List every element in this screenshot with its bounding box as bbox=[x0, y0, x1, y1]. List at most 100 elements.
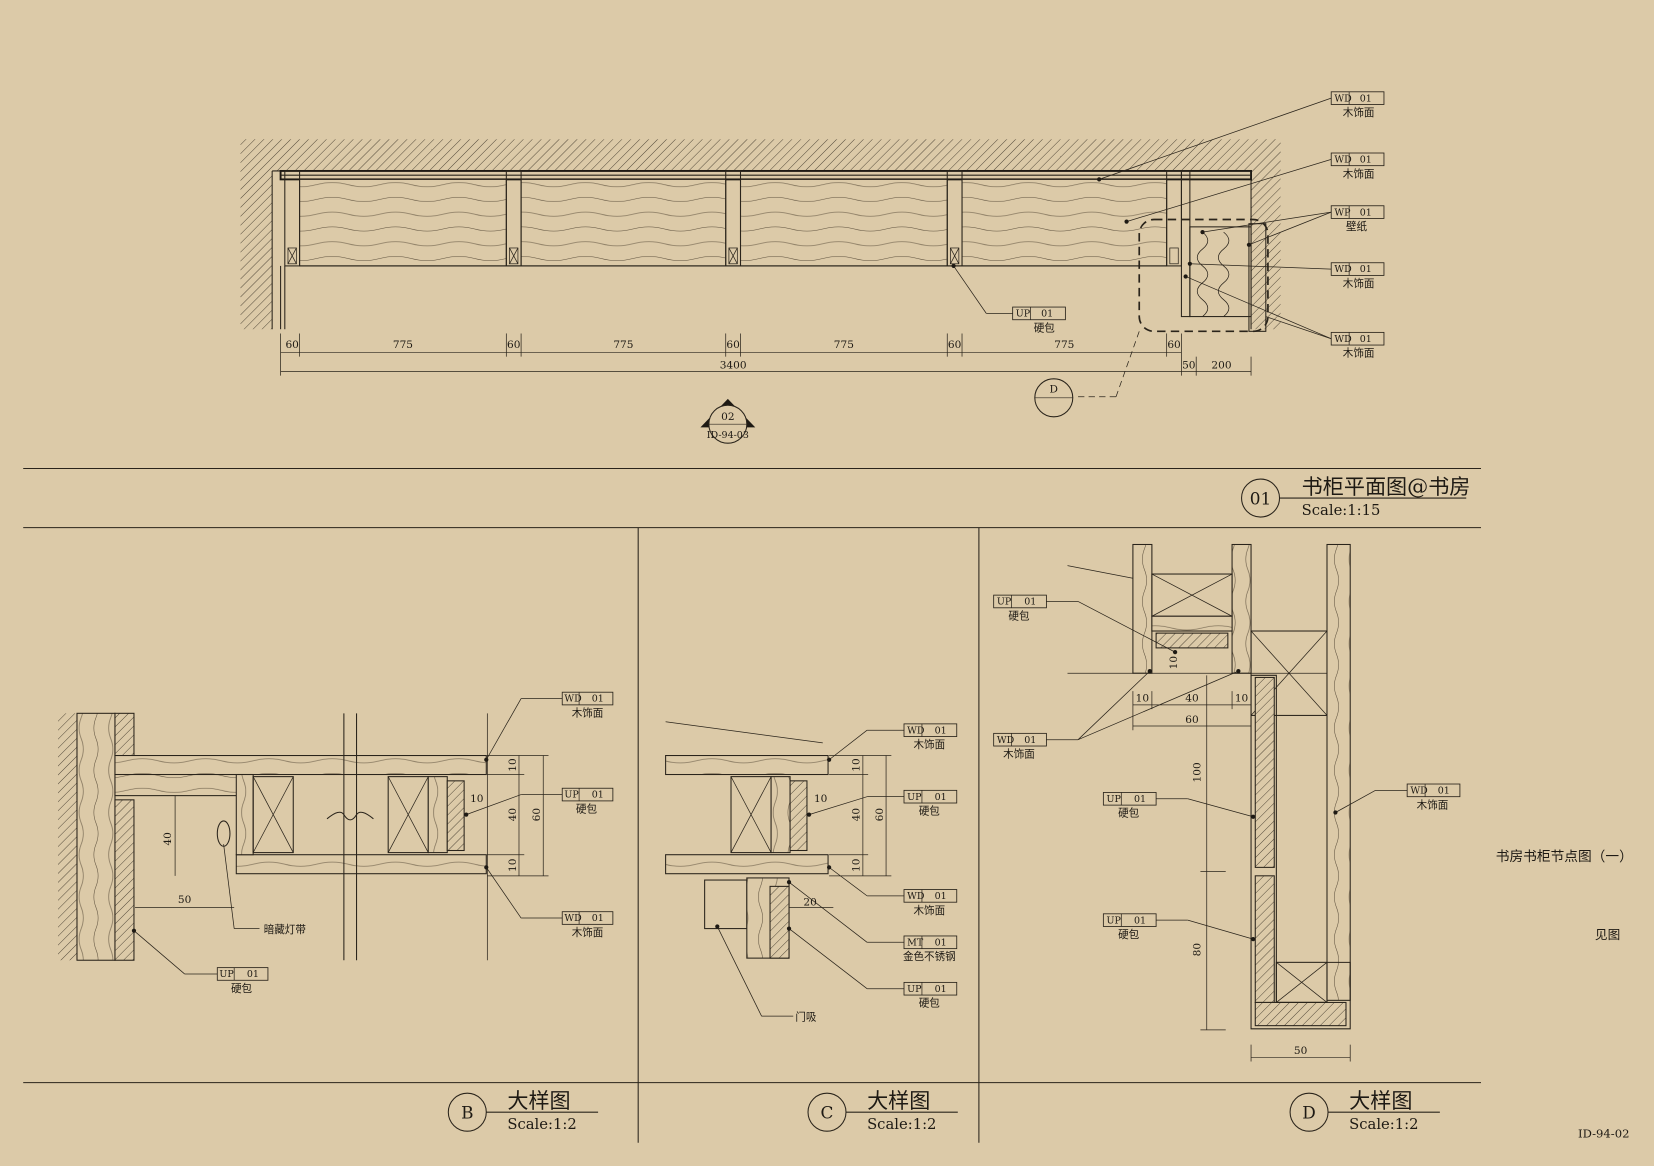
wall-veneer bbox=[1326, 543, 1351, 1001]
drawing-number: ID-94-02 bbox=[1578, 1127, 1629, 1141]
tag-label: 木饰面 bbox=[1343, 277, 1375, 290]
material-tag: WD 01 木饰面 bbox=[561, 691, 614, 719]
detail-d-title: 大样图 bbox=[1349, 1088, 1412, 1113]
plan-title-block: 01 书柜平面图@书房 Scale:1:15 bbox=[1241, 474, 1470, 519]
dim-label: 100 bbox=[1191, 762, 1203, 782]
side-panel bbox=[1132, 543, 1153, 674]
tag-label: 木饰面 bbox=[1003, 748, 1035, 761]
tag-code: WD bbox=[564, 913, 582, 924]
material-tag: UP 01 硬包 bbox=[903, 789, 958, 818]
material-tag: WD 01 木饰面 bbox=[1330, 152, 1385, 180]
dim-label: 50 bbox=[1294, 1045, 1308, 1057]
tag-label: 木饰面 bbox=[913, 904, 945, 917]
tag-number: 01 bbox=[935, 891, 947, 902]
dim-label: 775 bbox=[1054, 339, 1074, 351]
detail-marker-label: D bbox=[1050, 384, 1058, 396]
upholstery-panel bbox=[114, 799, 135, 961]
detail-b-letter: B bbox=[461, 1103, 473, 1123]
detail-d-scale: Scale:1:2 bbox=[1349, 1116, 1418, 1133]
detail-d: 10 40 10 60 10 100 80 50 UP 01 硬包 bbox=[993, 543, 1461, 1133]
detail-c-letter: C bbox=[821, 1103, 834, 1123]
tag-code: WD bbox=[1334, 93, 1352, 104]
tag-label: 木饰面 bbox=[1343, 106, 1375, 119]
dim-label: 10 bbox=[1136, 693, 1150, 705]
material-tag: WD 01 木饰面 bbox=[1330, 331, 1385, 360]
tag-label: 金色不锈钢 bbox=[903, 950, 956, 963]
detail-c-scale: Scale:1:2 bbox=[867, 1116, 936, 1133]
dim-label: 40 bbox=[507, 808, 519, 822]
tag-number: 01 bbox=[1360, 264, 1372, 275]
drawing-name: 书房书柜节点图（一） bbox=[1496, 849, 1633, 865]
tag-code: MT bbox=[907, 937, 924, 948]
material-tag: UP 01 硬包 bbox=[1102, 913, 1157, 941]
tag-number: 01 bbox=[592, 694, 604, 705]
tag-label: 木饰面 bbox=[572, 706, 604, 719]
end-panel bbox=[1180, 170, 1191, 318]
bottom-veneer bbox=[235, 854, 487, 875]
dim-label: 10 bbox=[470, 793, 484, 805]
tag-number: 01 bbox=[592, 913, 604, 924]
side-panel bbox=[1231, 543, 1252, 674]
tag-number: 01 bbox=[935, 792, 947, 803]
tag-code: WD bbox=[564, 694, 582, 705]
dim-label: 60 bbox=[531, 808, 543, 822]
dim-label: 775 bbox=[393, 339, 413, 351]
tag-label: 硬包 bbox=[1118, 928, 1140, 941]
tag-label: 硬包 bbox=[919, 805, 941, 818]
material-tag: WP 01 壁纸 bbox=[1330, 205, 1385, 233]
tag-number: 01 bbox=[935, 984, 947, 995]
detail-d-callout-box bbox=[1138, 218, 1269, 333]
tag-label: 木饰面 bbox=[1343, 347, 1375, 360]
tag-number: 01 bbox=[1041, 309, 1053, 320]
door-stop-housing bbox=[704, 879, 748, 930]
wallpaper-niche bbox=[1189, 226, 1252, 318]
tag-number: 01 bbox=[935, 937, 947, 948]
detail-c-title: 大样图 bbox=[867, 1088, 930, 1113]
note-door-stop: 门吸 bbox=[795, 1010, 817, 1023]
tag-code: WD bbox=[1334, 264, 1352, 275]
detail-d-marker: D bbox=[1034, 378, 1074, 418]
shelf-panel bbox=[520, 178, 727, 267]
plan-view: 60 775 60 775 60 775 60 775 60 3400 50 2… bbox=[240, 91, 1385, 444]
shelf-panel bbox=[739, 178, 948, 267]
dim-label: 60 bbox=[507, 339, 521, 351]
tag-code: UP bbox=[219, 969, 234, 980]
upholstery-edge bbox=[446, 780, 465, 852]
cabinet-upright bbox=[280, 170, 301, 330]
tag-code: WD bbox=[1334, 334, 1352, 345]
tag-number: 01 bbox=[1134, 915, 1146, 926]
dim-label: 10 bbox=[851, 858, 863, 872]
material-tag: UP 01 硬包 bbox=[1012, 306, 1066, 334]
note-led-strip: 暗藏灯带 bbox=[264, 923, 307, 936]
wall-top-hatch bbox=[240, 139, 1281, 171]
wall-left-hatch bbox=[240, 139, 273, 330]
material-tag: WD 01 木饰面 bbox=[903, 723, 958, 751]
tag-number: 01 bbox=[1360, 207, 1372, 218]
tag-label: 硬包 bbox=[1008, 609, 1030, 622]
dim-label: 10 bbox=[1235, 693, 1249, 705]
dim-label: 10 bbox=[814, 793, 828, 805]
tag-label: 硬包 bbox=[1034, 321, 1056, 334]
tag-number: 01 bbox=[1360, 334, 1372, 345]
tag-label: 硬包 bbox=[919, 997, 941, 1010]
material-tag: WD 01 木饰面 bbox=[1406, 783, 1461, 811]
dim-label: 60 bbox=[874, 808, 886, 822]
tag-code: UP bbox=[1107, 915, 1122, 926]
core-block bbox=[252, 776, 294, 854]
upholstery-panel bbox=[1254, 875, 1275, 1003]
detail-b-title: 大样图 bbox=[507, 1088, 570, 1113]
tag-number: 01 bbox=[1024, 735, 1036, 746]
dim-label: 20 bbox=[803, 896, 817, 908]
top-veneer bbox=[114, 754, 487, 776]
shelf-panel bbox=[961, 178, 1168, 267]
tag-number: 01 bbox=[1438, 786, 1450, 797]
tag-code: WD bbox=[1334, 155, 1352, 166]
tag-label: 硬包 bbox=[1118, 807, 1140, 820]
dim-label: 200 bbox=[1211, 359, 1231, 371]
material-tag: UP 01 硬包 bbox=[903, 981, 958, 1010]
led-strip-icon bbox=[216, 820, 231, 847]
tag-code: UP bbox=[1016, 309, 1031, 320]
material-tag: WD 01 木饰面 bbox=[993, 732, 1047, 761]
detail-b: 40 50 10 10 40 60 10 暗藏灯带 WD 01 木饰面 bbox=[58, 691, 614, 1133]
tag-code: UP bbox=[1107, 794, 1122, 805]
